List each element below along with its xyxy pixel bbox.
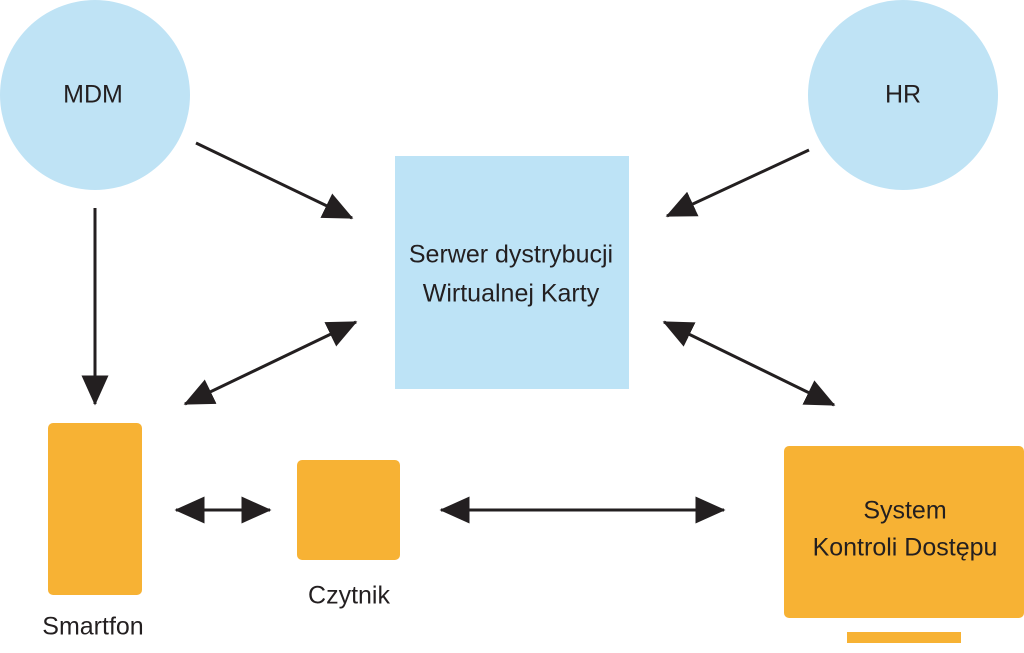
node-server: Serwer dystrybucji Wirtualnej Karty — [395, 156, 629, 389]
mdm-label: MDM — [63, 81, 123, 109]
hr-circle — [808, 0, 998, 190]
node-smartphone: Smartfon — [42, 423, 144, 641]
server-label-line2: Wirtualnej Karty — [423, 280, 600, 308]
edge-mdm-to-server — [195, 141, 354, 220]
edge-server-access-system — [662, 320, 836, 407]
server-box — [395, 156, 629, 389]
node-mdm: MDM — [0, 0, 190, 190]
edge-hr-to-server — [665, 148, 810, 218]
reader-label: Czytnik — [308, 582, 390, 610]
node-access-system: System Kontroli Dostępu — [784, 446, 1024, 643]
hr-label: HR — [885, 81, 921, 109]
server-label-line1: Serwer dystrybucji — [409, 241, 613, 269]
smartphone-label: Smartfon — [42, 613, 143, 641]
access-system-label-line2: Kontroli Dostępu — [813, 534, 998, 562]
node-hr: HR — [808, 0, 998, 190]
access-system-screen — [784, 446, 1024, 618]
node-reader: Czytnik — [297, 460, 400, 610]
smartphone-shape — [48, 423, 142, 595]
access-system-label-line1: System — [863, 497, 946, 525]
mdm-circle — [0, 0, 190, 190]
edges — [81, 141, 836, 524]
edge-smartphone-server — [183, 320, 358, 406]
access-system-stand — [847, 632, 961, 643]
reader-shape — [297, 460, 400, 560]
